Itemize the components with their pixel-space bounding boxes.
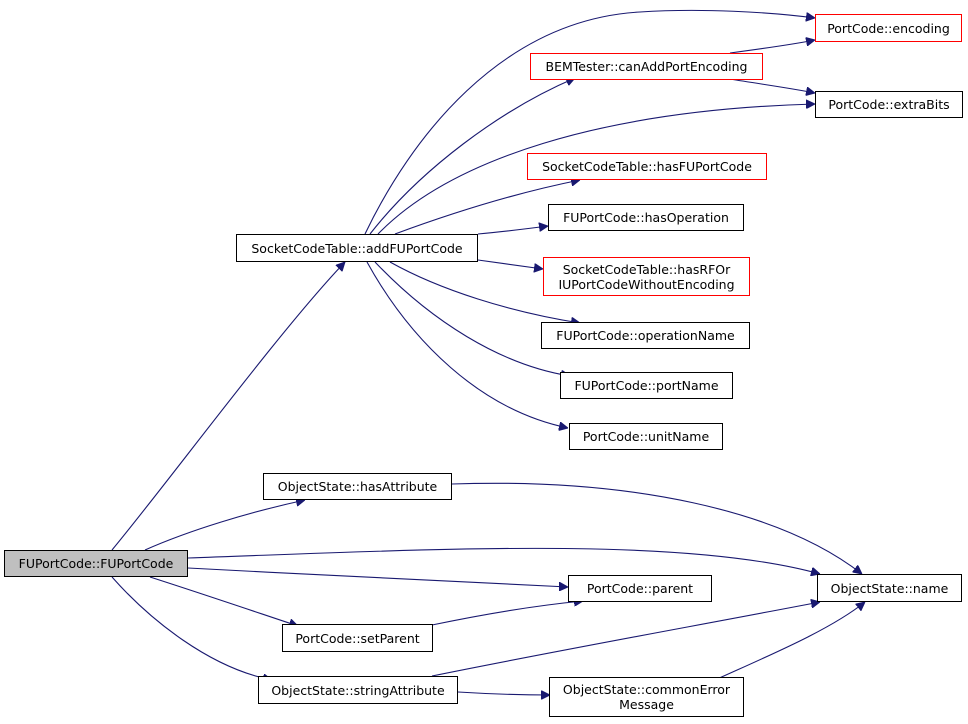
node-label-line: SocketCodeTable::hasRFOr bbox=[562, 261, 731, 277]
edge-addfuportcode-hasoperation bbox=[477, 226, 548, 235]
node-portcode-encoding[interactable]: PortCode::encoding bbox=[815, 14, 962, 42]
node-label-line: PortCode::parent bbox=[586, 581, 694, 596]
edge-root-setparent bbox=[149, 576, 298, 626]
node-objectstate-hasattribute[interactable]: ObjectState::hasAttribute bbox=[263, 473, 452, 500]
node-label-line: IUPortCodeWithoutEncoding bbox=[558, 276, 735, 292]
edge-addfuportcode-canaddportencoding bbox=[369, 78, 575, 235]
edge-root-name bbox=[187, 547, 820, 574]
node-label-line: PortCode::setParent bbox=[295, 630, 420, 646]
node-label-line: ObjectState::commonError bbox=[562, 682, 731, 697]
node-label-line: FUPortCode::FUPortCode bbox=[18, 556, 174, 571]
node-objectstate-stringattribute[interactable]: ObjectState::stringAttribute bbox=[258, 676, 458, 704]
node-label-line: PortCode::encoding bbox=[827, 20, 950, 36]
edge-root-addfuportcode bbox=[111, 262, 345, 551]
edge-addfuportcode-hasfuportcode bbox=[394, 180, 580, 235]
edge-addfuportcode-extrabits bbox=[377, 104, 815, 235]
node-label-line: PortCode::unitName bbox=[582, 429, 710, 444]
edge-stringattribute-commonerror bbox=[457, 692, 550, 695]
edge-addfuportcode-unitname bbox=[366, 261, 568, 428]
node-fuportcode-operationname[interactable]: FUPortCode::operationName bbox=[541, 322, 750, 349]
node-label-line: BEMTester::canAddPortEncoding bbox=[545, 59, 748, 74]
node-label-line: FUPortCode::operationName bbox=[556, 328, 735, 343]
node-portcode-extrabits[interactable]: PortCode::extraBits bbox=[815, 91, 963, 118]
node-label-line: ObjectState::name bbox=[830, 580, 949, 596]
node-portcode-setparent[interactable]: PortCode::setParent bbox=[282, 624, 433, 652]
edge-hasattribute-name bbox=[451, 482, 862, 574]
node-label-line: Message bbox=[619, 697, 674, 712]
node-fuportcode-fuportcode[interactable]: FUPortCode::FUPortCode bbox=[4, 550, 188, 577]
edge-addfuportcode-encoding bbox=[364, 9, 815, 235]
edge-addfuportcode-hasrfor bbox=[477, 259, 543, 269]
node-label-line: SocketCodeTable::addFUPortCode bbox=[251, 240, 463, 256]
node-socketcodetable-hasfuportcode[interactable]: SocketCodeTable::hasFUPortCode bbox=[527, 153, 767, 180]
node-objectstate-name[interactable]: ObjectState::name bbox=[817, 574, 962, 602]
edge-root-hasattribute bbox=[144, 500, 305, 551]
edge-addfuportcode-portname bbox=[374, 261, 570, 376]
node-socketcodetable-addfuportcode[interactable]: SocketCodeTable::addFUPortCode bbox=[236, 234, 478, 262]
edge-root-parent bbox=[187, 567, 568, 587]
edge-stringattribute-name bbox=[431, 602, 820, 677]
node-label-line: FUPortCode::portName bbox=[574, 378, 719, 393]
edge-setparent-parent bbox=[431, 601, 583, 626]
node-portcode-unitname[interactable]: PortCode::unitName bbox=[569, 423, 723, 450]
node-label-line: SocketCodeTable::hasFUPortCode bbox=[542, 159, 752, 174]
node-fuportcode-hasoperation[interactable]: FUPortCode::hasOperation bbox=[548, 204, 744, 231]
node-portcode-parent[interactable]: PortCode::parent bbox=[568, 575, 712, 602]
node-bemtester-canaddportencoding[interactable]: BEMTester::canAddPortEncoding bbox=[530, 53, 763, 80]
edge-commonerror-name bbox=[714, 602, 865, 681]
edge-addfuportcode-operationname bbox=[389, 261, 580, 323]
node-label-line: FUPortCode::hasOperation bbox=[563, 210, 729, 225]
edge-canaddportencoding-extrabits bbox=[729, 78, 815, 93]
edge-canaddportencoding-encoding bbox=[729, 40, 815, 54]
edge-root-stringattribute bbox=[111, 576, 272, 680]
node-label-line: ObjectState::hasAttribute bbox=[277, 479, 438, 494]
node-fuportcode-portname[interactable]: FUPortCode::portName bbox=[560, 372, 733, 399]
node-label-line: PortCode::extraBits bbox=[828, 97, 950, 112]
node-label-line: ObjectState::stringAttribute bbox=[271, 682, 445, 698]
